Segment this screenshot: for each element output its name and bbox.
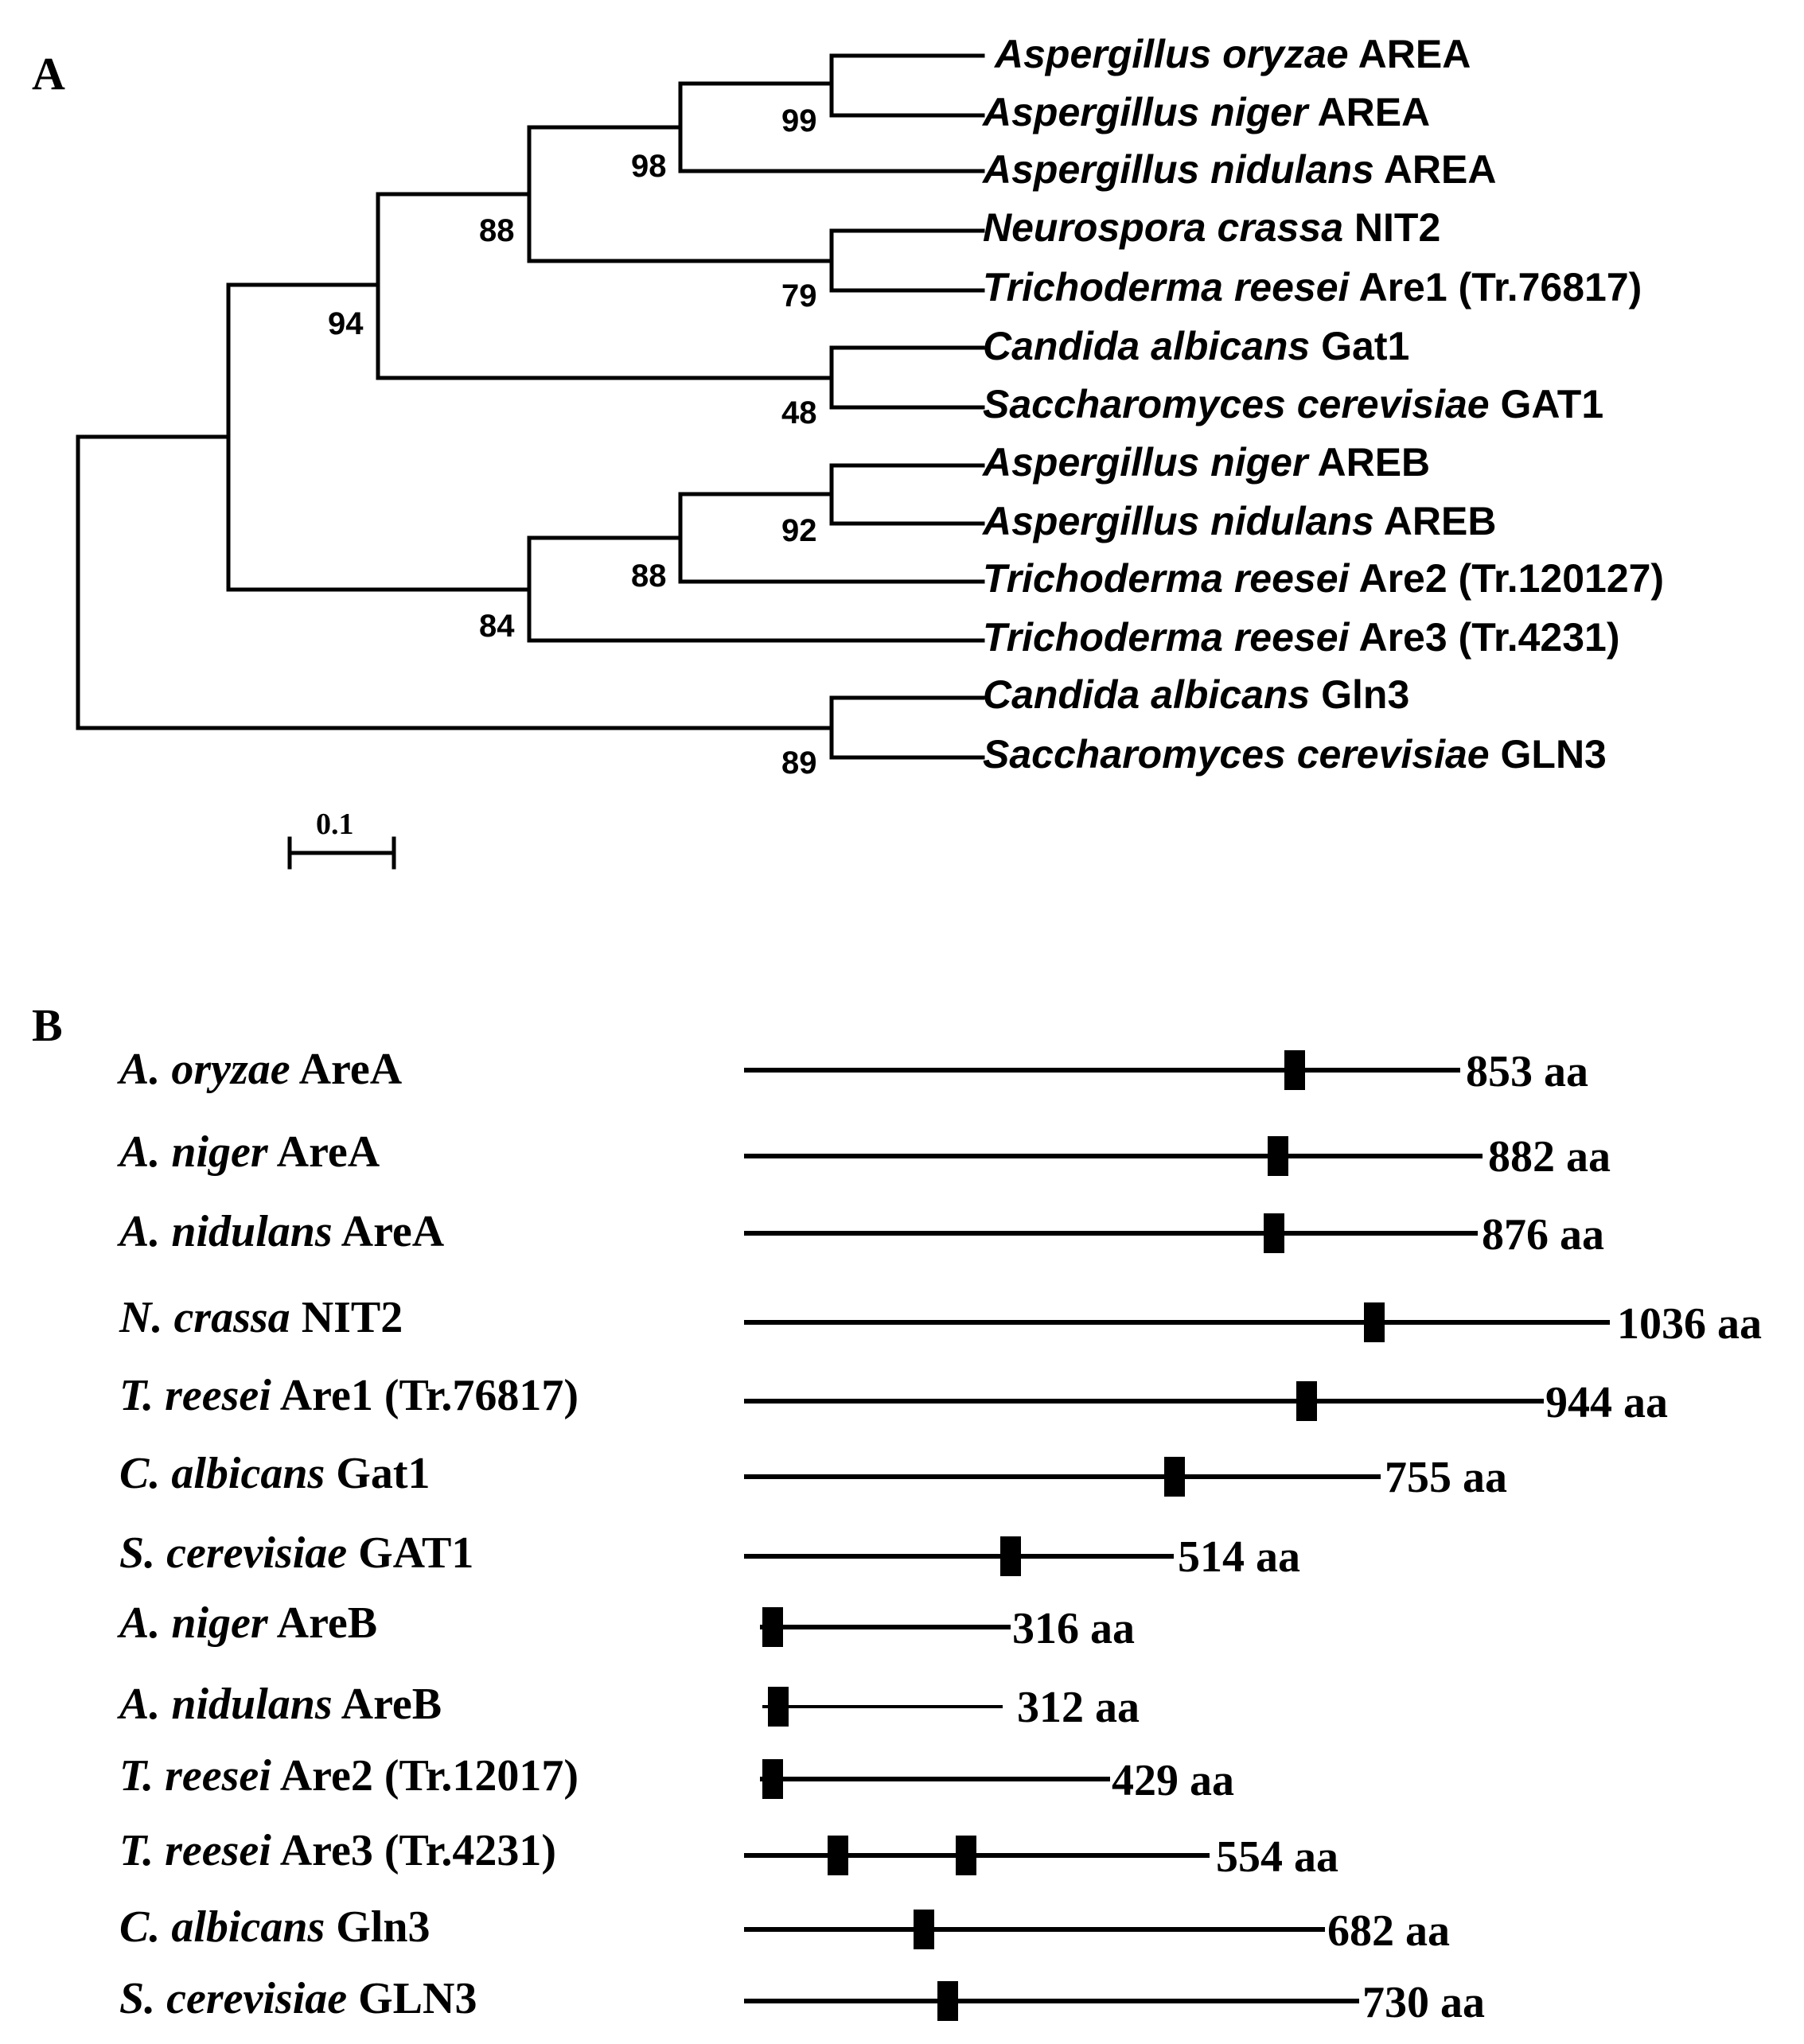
protein-row (744, 1536, 1174, 1576)
domain-marker (828, 1836, 848, 1875)
bootstrap-value: 88 (631, 559, 667, 594)
domain-marker (1000, 1536, 1021, 1576)
tree-leaf-label: Trichoderma reesei Are2 (Tr.120127) (983, 556, 1664, 601)
bootstrap-value: 98 (631, 149, 667, 184)
bootstrap-value: 79 (781, 278, 817, 313)
protein-row (744, 1381, 1544, 1421)
tree-leaf-label: Neurospora crassa NIT2 (983, 205, 1440, 250)
phylogenetic-tree (76, 53, 985, 760)
protein-row (760, 1607, 1011, 1647)
bootstrap-value: 92 (781, 513, 817, 548)
tree-branch (829, 53, 985, 118)
protein-label: T. reesei Are1 (Tr.76817) (119, 1371, 579, 1420)
tree-root-branch (76, 434, 834, 730)
domain-marker (1296, 1381, 1317, 1421)
protein-row (744, 1136, 1483, 1176)
tree-leaf-label: Trichoderma reesei Are1 (Tr.76817) (983, 265, 1642, 310)
tree-leaf-label: Aspergillus nidulans AREA (981, 147, 1496, 192)
tree-leaf-label: Candida albicans Gln3 (983, 672, 1409, 717)
protein-row (744, 1213, 1478, 1253)
protein-label: A. nidulans AreB (117, 1680, 442, 1729)
protein-row (760, 1759, 1110, 1799)
protein-diagrams (744, 1050, 1610, 2021)
protein-length: 514 aa (1178, 1532, 1300, 1582)
protein-label: T. reesei Are3 (Tr.4231) (119, 1826, 556, 1875)
protein-row (744, 1981, 1359, 2021)
protein-label: S. cerevisiae GLN3 (119, 1974, 477, 2023)
protein-label: A. niger AreB (117, 1598, 377, 1648)
scale-bar: 0.1 (287, 808, 396, 870)
protein-length: 1036 aa (1617, 1299, 1762, 1349)
protein-row (762, 1687, 1003, 1727)
protein-row (744, 1457, 1381, 1497)
tree-leaf-label: Saccharomyces cerevisiae GLN3 (983, 732, 1607, 777)
tree-leaf-label: Candida albicans Gat1 (983, 324, 1409, 368)
panel-a-label: A (32, 48, 65, 99)
domain-marker (956, 1836, 976, 1875)
protein-row (744, 1302, 1610, 1342)
protein-label: S. cerevisiae GAT1 (119, 1528, 473, 1578)
domain-marker (914, 1910, 934, 1949)
bootstrap-value: 89 (781, 746, 817, 781)
tree-branch (829, 228, 985, 293)
tree-leaf-label: Aspergillus oryzae AREA (993, 32, 1471, 76)
bootstrap-value: 94 (328, 306, 364, 341)
protein-label: N. crassa NIT2 (119, 1293, 403, 1342)
tree-leaf-label: Aspergillus niger AREB (981, 440, 1430, 485)
domain-marker (762, 1607, 783, 1647)
protein-length: 853 aa (1466, 1047, 1588, 1096)
domain-marker (1164, 1457, 1185, 1497)
protein-row (744, 1836, 1210, 1875)
scale-bar-label: 0.1 (316, 808, 354, 841)
protein-labels: A. oryzae AreA A. niger AreA A. nidulans… (117, 1045, 579, 2023)
bootstrap-value: 99 (781, 103, 817, 138)
protein-length: 876 aa (1482, 1210, 1604, 1259)
protein-length: 554 aa (1216, 1832, 1338, 1882)
protein-length: 429 aa (1112, 1756, 1234, 1805)
domain-marker (1364, 1302, 1385, 1342)
protein-label: C. albicans Gat1 (119, 1449, 430, 1498)
domain-marker (937, 1981, 958, 2021)
protein-length: 882 aa (1488, 1132, 1611, 1182)
protein-label: T. reesei Are2 (Tr.12017) (119, 1751, 579, 1801)
protein-label: A. oryzae AreA (117, 1045, 403, 1094)
tree-leaf-label: Saccharomyces cerevisiae GAT1 (983, 382, 1603, 426)
protein-label: C. albicans Gln3 (119, 1902, 431, 1952)
protein-label: A. niger AreA (117, 1127, 380, 1177)
protein-length: 730 aa (1362, 1978, 1485, 2027)
protein-row (744, 1050, 1460, 1090)
tree-leaf-label: Aspergillus niger AREA (981, 90, 1430, 134)
tree-branch (829, 345, 985, 410)
tree-branch (829, 695, 985, 760)
domain-marker (762, 1759, 783, 1799)
bootstrap-value: 84 (479, 609, 515, 644)
protein-length: 316 aa (1012, 1604, 1135, 1653)
domain-marker (1264, 1213, 1284, 1253)
domain-marker (1284, 1050, 1305, 1090)
bootstrap-value: 88 (479, 213, 515, 248)
tree-leaf-labels: Aspergillus oryzae AREA Aspergillus nige… (981, 32, 1664, 777)
domain-marker (768, 1687, 789, 1727)
protein-length: 944 aa (1545, 1378, 1668, 1427)
tree-leaf-label: Trichoderma reesei Are3 (Tr.4231) (983, 615, 1619, 660)
protein-length: 755 aa (1385, 1453, 1507, 1502)
domain-marker (1268, 1136, 1288, 1176)
scale-bar-line (287, 836, 396, 870)
tree-branch (527, 535, 985, 643)
bootstrap-value: 48 (781, 395, 817, 430)
tree-leaf-label: Aspergillus nidulans AREB (981, 499, 1496, 543)
tree-branch (829, 463, 985, 526)
protein-row (744, 1910, 1325, 1949)
protein-label: A. nidulans AreA (117, 1207, 445, 1256)
protein-length: 682 aa (1327, 1906, 1450, 1956)
bootstrap-values: 99 98 88 79 94 48 92 88 84 89 (328, 103, 817, 781)
protein-length-labels: 853 aa 882 aa 876 aa 1036 aa 944 aa 755 … (1012, 1047, 1762, 2027)
protein-length: 312 aa (1017, 1683, 1140, 1732)
panel-b-label: B (32, 999, 63, 1051)
tree-branch (376, 192, 834, 380)
